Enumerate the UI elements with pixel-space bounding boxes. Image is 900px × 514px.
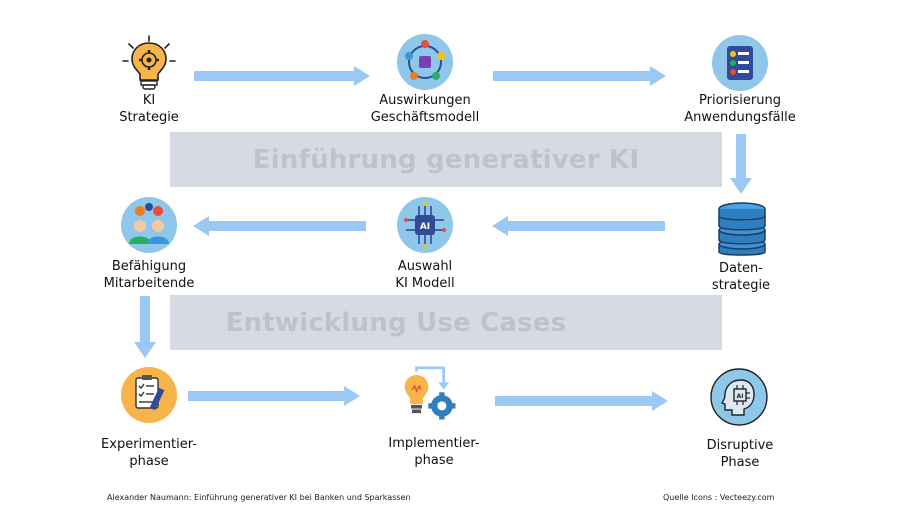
ai-chip-icon: AI [397, 197, 453, 253]
svg-text:AI: AI [420, 222, 430, 232]
band-entwicklung-label: Entwicklung Use Cases [225, 307, 567, 338]
node-auswahl-line2: KI Modell [395, 276, 455, 291]
business-model-icon [397, 34, 453, 90]
footer-icon-source: Quelle Icons : Vecteezy.com [663, 493, 775, 502]
node-datenstrategie-line2: strategie [711, 278, 771, 293]
band-einfuehrung: Einführung generativer KI [170, 132, 722, 187]
node-experimentier-line2: phase [129, 454, 169, 469]
arrow-daten-to-auswahl [492, 216, 665, 236]
band-entwicklung: Entwicklung Use Cases [170, 295, 722, 350]
svg-text:AI: AI [737, 393, 744, 400]
node-datenstrategie-label: Daten- strategie [656, 260, 826, 294]
team-gears-icon [121, 197, 177, 253]
node-experimentier-label: Experimentier- phase [64, 436, 234, 470]
node-priorisierung-line2: Anwendungsfälle [684, 110, 796, 125]
node-disruptive-line2: Phase [720, 455, 760, 470]
bulb-gear-icon [404, 366, 456, 420]
arrow-experimentier-to-implementier [188, 386, 360, 406]
node-befaehigung-line2: Mitarbeitende [103, 276, 195, 291]
node-auswahl-label: Auswahl KI Modell [340, 258, 510, 292]
node-auswahl-line1: Auswahl [397, 259, 453, 274]
arrow-auswahl-to-befaehigung [193, 216, 366, 236]
arrow-strategie-to-auswirkungen [194, 66, 370, 86]
node-befaehigung-label: Befähigung Mitarbeitende [64, 258, 234, 292]
node-datenstrategie-line1: Daten- [718, 261, 763, 276]
clipboard-pencil-icon [121, 367, 177, 423]
ai-head-icon: AI [710, 368, 768, 426]
node-implementier-label: Implementier- phase [349, 435, 519, 469]
arrow-befaehigung-to-experimentier [134, 296, 156, 358]
arrow-implementier-to-disruptive [495, 391, 668, 411]
node-implementier-line1: Implementier- [388, 436, 480, 451]
arrow-priorisierung-to-daten [730, 134, 752, 194]
node-ki-strategie-label: KI Strategie [64, 92, 234, 126]
node-ki-strategie-line1: KI [142, 93, 156, 108]
node-auswirkungen-label: Auswirkungen Geschäftsmodell [340, 92, 510, 126]
database-icon [718, 202, 766, 256]
node-disruptive-label: Disruptive Phase [655, 437, 825, 471]
node-priorisierung-label: Priorisierung Anwendungsfälle [655, 92, 825, 126]
checklist-icon [712, 35, 768, 91]
lightbulb-gear-icon [122, 35, 176, 90]
node-auswirkungen-line1: Auswirkungen [379, 93, 471, 108]
node-experimentier-line1: Experimentier- [101, 437, 197, 452]
footer-author-note: Alexander Naumann: Einführung generative… [107, 493, 411, 502]
node-implementier-line2: phase [414, 453, 454, 468]
node-ki-strategie-line2: Strategie [119, 110, 179, 125]
node-auswirkungen-line2: Geschäftsmodell [370, 110, 480, 125]
node-priorisierung-line1: Priorisierung [699, 93, 781, 108]
node-befaehigung-line1: Befähigung [111, 259, 187, 274]
band-einfuehrung-label: Einführung generativer KI [252, 144, 640, 175]
node-disruptive-line1: Disruptive [706, 438, 774, 453]
arrow-auswirkungen-to-priorisierung [493, 66, 666, 86]
